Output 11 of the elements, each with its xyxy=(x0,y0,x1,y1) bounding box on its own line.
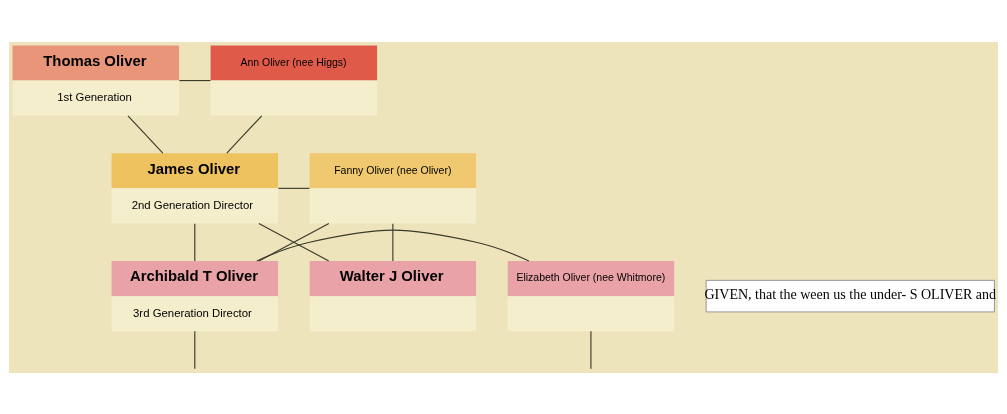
connector xyxy=(127,114,164,154)
connector xyxy=(194,222,196,262)
connector xyxy=(392,222,394,262)
connector xyxy=(178,79,211,81)
label: GIVEN, that the ween us the under- S OLIVER and xyxy=(704,286,997,302)
connector xyxy=(256,229,530,262)
connector xyxy=(226,114,263,154)
connector xyxy=(590,330,592,369)
connector xyxy=(277,187,310,189)
connector xyxy=(194,330,196,369)
connector xyxy=(258,222,330,261)
